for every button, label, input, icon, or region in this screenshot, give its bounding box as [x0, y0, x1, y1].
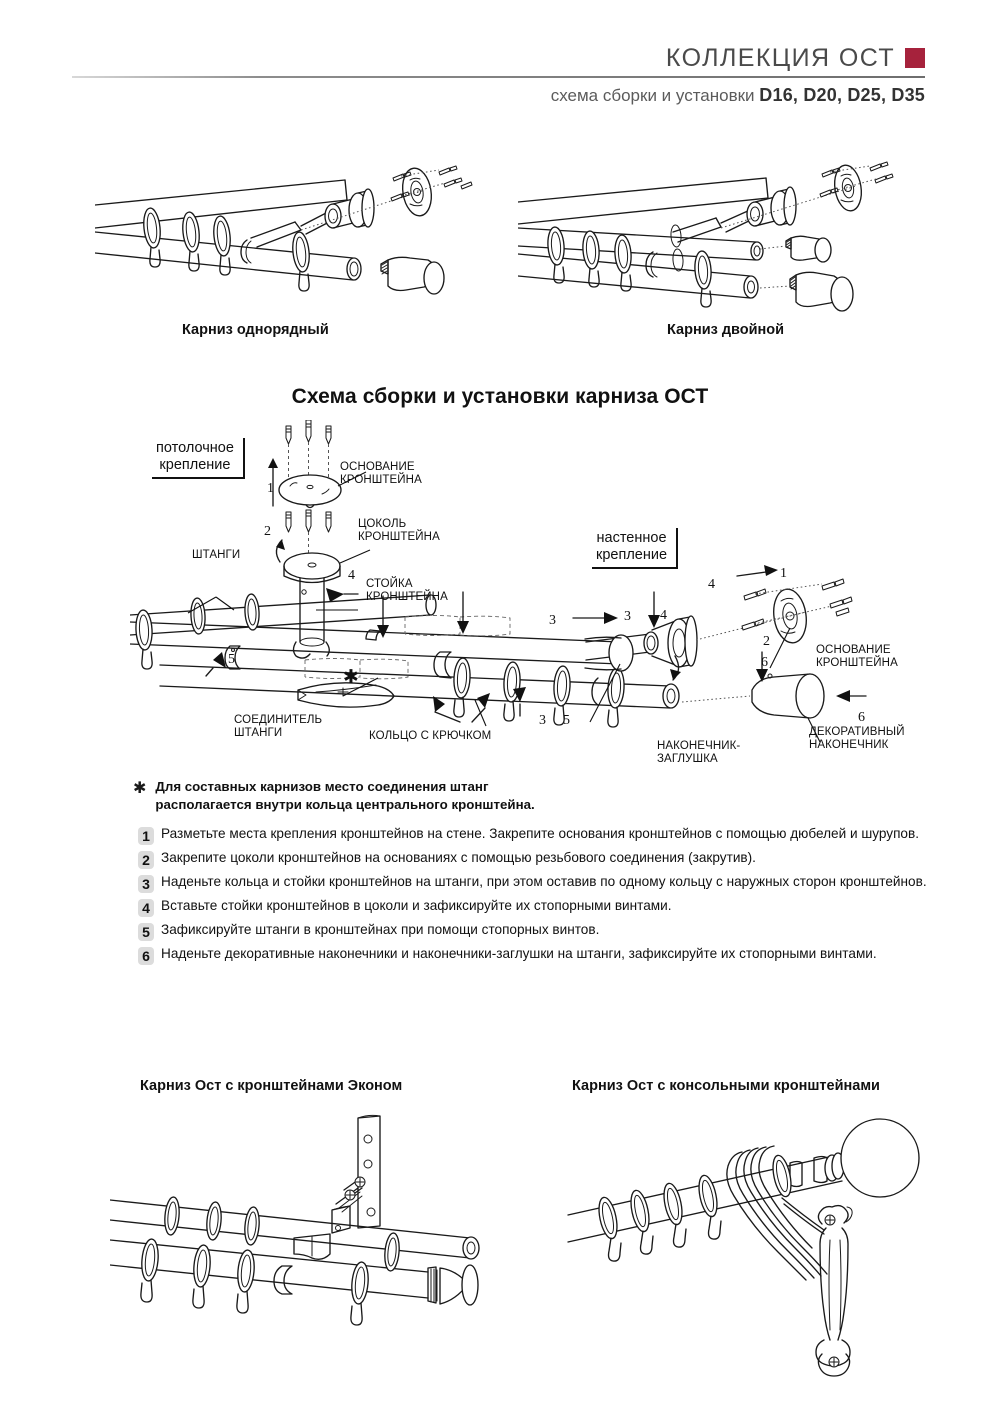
wall-mount-line1: настенное: [596, 530, 667, 546]
label-end-cap-l2: ЗАГЛУШКА: [657, 753, 718, 766]
step-number-badge: 4: [138, 899, 154, 917]
label-bracket-base-top-l2: КРОНШТЕЙНА: [340, 474, 422, 487]
label-rod-connector: СОЕДИНИТЕЛЬ ШТАНГИ: [234, 714, 322, 740]
label-rod-connector-l2: ШТАНГИ: [234, 727, 283, 740]
callout-3-c: 3: [539, 713, 546, 728]
double-rod-diagram: [518, 150, 928, 320]
step-number-badge: 6: [138, 947, 154, 965]
callout-1-ceiling: 1: [267, 481, 274, 496]
step-text: Разметьте места крепления кронштейнов на…: [161, 826, 919, 841]
header-divider: [72, 76, 925, 78]
label-bracket-base-right: ОСНОВАНИЕ КРОНШТЕЙНА: [816, 644, 898, 670]
label-ring-with-hook: КОЛЬЦО С КРЮЧКОМ: [369, 730, 492, 742]
callout-5-bottom: 5: [563, 713, 570, 728]
step-text: Вставьте стойки кронштейнов в цоколи и з…: [161, 898, 672, 913]
wall-mount-line2: крепление: [596, 547, 668, 564]
header-subtitle-prefix: схема сборки и установки: [550, 86, 755, 105]
step-item: 2 Закрепите цоколи кронштейнов на основа…: [138, 850, 958, 869]
callout-4-right-b: 4: [708, 577, 715, 592]
label-decor-finial: ДЕКОРАТИВНЫЙ НАКОНЕЧНИК: [809, 726, 905, 752]
step-text: Зафиксируйте штанги в кронштейнах при по…: [161, 922, 600, 937]
step-number-badge: 3: [138, 875, 154, 893]
label-rods: ШТАНГИ: [192, 549, 241, 561]
console-bracket-diagram: [560, 1110, 1000, 1390]
step-item: 3 Наденьте кольца и стойки кронштейнов н…: [138, 874, 958, 893]
label-bracket-post-l2: КРОНШТЕЙНА: [366, 591, 448, 604]
label-bracket-base-right-l2: КРОНШТЕЙНА: [816, 657, 898, 670]
label-decor-finial-l2: НАКОНЕЧНИК: [809, 739, 889, 752]
label-bracket-base-right-l1: ОСНОВАНИЕ: [816, 644, 891, 656]
note-asterisk-icon: ✱: [133, 780, 147, 797]
callout-2-right: 2: [763, 634, 770, 649]
econom-bracket-caption: Карниз Ост с кронштейнами Эконом: [140, 1078, 403, 1094]
econom-bracket-diagram: [110, 1110, 560, 1360]
label-bracket-base-top-l1: ОСНОВАНИЕ: [340, 461, 415, 473]
ceiling-mount-label: потолочное крепление: [152, 438, 245, 480]
page-header: КОЛЛЕКЦИЯ ОСТ схема сборки и установки D…: [0, 0, 1000, 125]
brand-square-icon: [905, 48, 925, 68]
callout-4-post: 4: [348, 568, 355, 583]
assembly-note: ✱ Для составных карнизов место соединени…: [133, 778, 953, 813]
main-diagram-title: Схема сборки и установки карниза ОСТ: [291, 385, 709, 408]
step-number-badge: 1: [138, 827, 154, 845]
brand-title: КОЛЛЕКЦИЯ ОСТ: [666, 44, 925, 73]
single-rod-diagram: [95, 150, 495, 320]
label-end-cap-l1: НАКОНЕЧНИК-: [657, 740, 741, 752]
console-bracket-caption: Карниз Ост с консольными кронштейнами: [572, 1078, 880, 1094]
double-rod-caption: Карниз двойной: [667, 322, 785, 338]
ceiling-mount-line1: потолочное: [156, 440, 234, 456]
step-item: 5 Зафиксируйте штанги в кронштейнах при …: [138, 922, 958, 941]
wall-mount-label: настенное крепление: [592, 528, 679, 570]
main-assembly-diagram: [130, 420, 960, 750]
callout-5-left: 5: [228, 652, 235, 667]
callout-2-ceiling: 2: [264, 524, 271, 539]
note-line2: располагается внутри кольца центрального…: [155, 796, 535, 812]
label-bracket-socket-l1: ЦОКОЛЬ: [358, 518, 407, 530]
step-item: 4 Вставьте стойки кронштейнов в цоколи и…: [138, 898, 958, 917]
header-subtitle: схема сборки и установки D16, D20, D25, …: [551, 85, 925, 106]
callout-3-a: 3: [549, 613, 556, 628]
step-number-badge: 2: [138, 851, 154, 869]
step-item: 1 Разметьте места крепления кронштейнов …: [138, 826, 958, 845]
callout-6-right: 6: [858, 710, 865, 725]
label-bracket-post-l1: СТОЙКА: [366, 578, 413, 590]
assembly-steps-list: 1 Разметьте места крепления кронштейнов …: [138, 826, 958, 970]
step-item: 6 Наденьте декоративные наконечники и на…: [138, 946, 958, 965]
brand-title-text: КОЛЛЕКЦИЯ ОСТ: [665, 44, 895, 72]
header-subtitle-sizes: D16, D20, D25, D35: [759, 85, 925, 105]
label-decor-finial-l1: ДЕКОРАТИВНЫЙ: [809, 726, 905, 738]
label-bracket-socket: ЦОКОЛЬ КРОНШТЕЙНА: [358, 518, 440, 544]
step-text: Закрепите цоколи кронштейнов на основани…: [161, 850, 756, 865]
callout-4-right-a: 4: [660, 608, 667, 623]
step-text: Наденьте декоративные наконечники и нако…: [161, 946, 877, 961]
label-bracket-base-top: ОСНОВАНИЕ КРОНШТЕЙНА: [340, 461, 422, 487]
label-bracket-socket-l2: КРОНШТЕЙНА: [358, 531, 440, 544]
single-rod-caption: Карниз однорядный: [182, 322, 329, 338]
ceiling-mount-line2: крепление: [159, 457, 231, 474]
label-rod-connector-l1: СОЕДИНИТЕЛЬ: [234, 714, 323, 726]
step-number-badge: 5: [138, 923, 154, 941]
callout-6-top: 6: [761, 655, 768, 670]
connector-asterisk-marker: ✱: [343, 667, 359, 688]
note-line1: Для составных карнизов место соединения …: [155, 779, 489, 794]
step-text: Наденьте кольца и стойки кронштейнов на …: [161, 874, 927, 889]
label-end-cap: НАКОНЕЧНИК- ЗАГЛУШКА: [657, 740, 740, 766]
callout-1-right: 1: [780, 566, 787, 581]
callout-3-b: 3: [624, 609, 631, 624]
note-text: Для составных карнизов место соединения …: [155, 778, 534, 813]
label-bracket-post: СТОЙКА КРОНШТЕЙНА: [366, 578, 448, 604]
